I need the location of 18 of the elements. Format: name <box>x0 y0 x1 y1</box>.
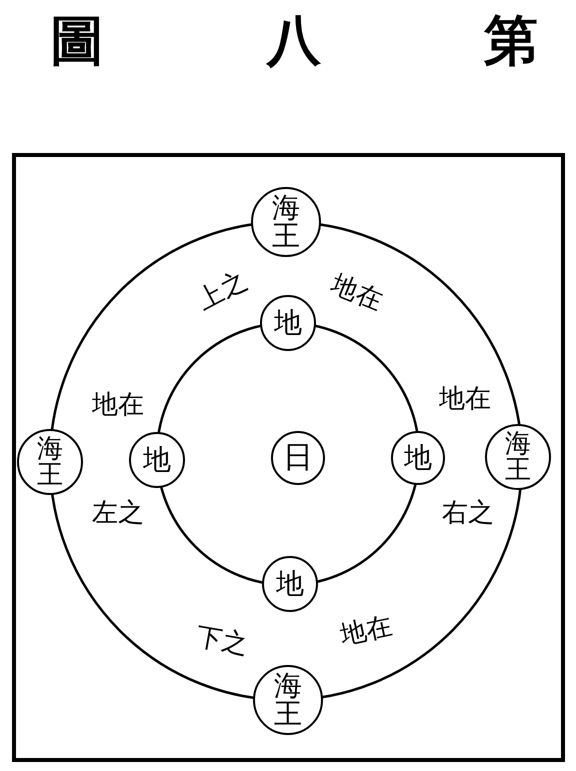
orbit-label: 下之 <box>193 620 251 662</box>
title: 圖八第 <box>50 8 538 73</box>
orbit-label: 地在 <box>92 388 144 422</box>
orbit-label: 地在 <box>439 382 491 416</box>
orbit-label: 地在 <box>336 609 396 653</box>
planet-circle: 海王 <box>485 424 551 490</box>
planet-circle: 海王 <box>251 187 321 257</box>
planet-circle: 地 <box>129 432 185 488</box>
planet-circle: 海王 <box>253 665 323 735</box>
planet-circle: 地 <box>260 295 316 351</box>
orbit-label: 右之 <box>442 496 494 530</box>
orbit-label: 左之 <box>92 496 144 530</box>
planet-circle: 地 <box>262 556 318 612</box>
orbit-label: 地在 <box>326 268 388 318</box>
planet-circle: 地 <box>391 431 445 485</box>
planet-circle: 日 <box>271 431 325 485</box>
planet-circle: 海王 <box>17 429 83 495</box>
orbit-label: 上之 <box>191 264 254 318</box>
